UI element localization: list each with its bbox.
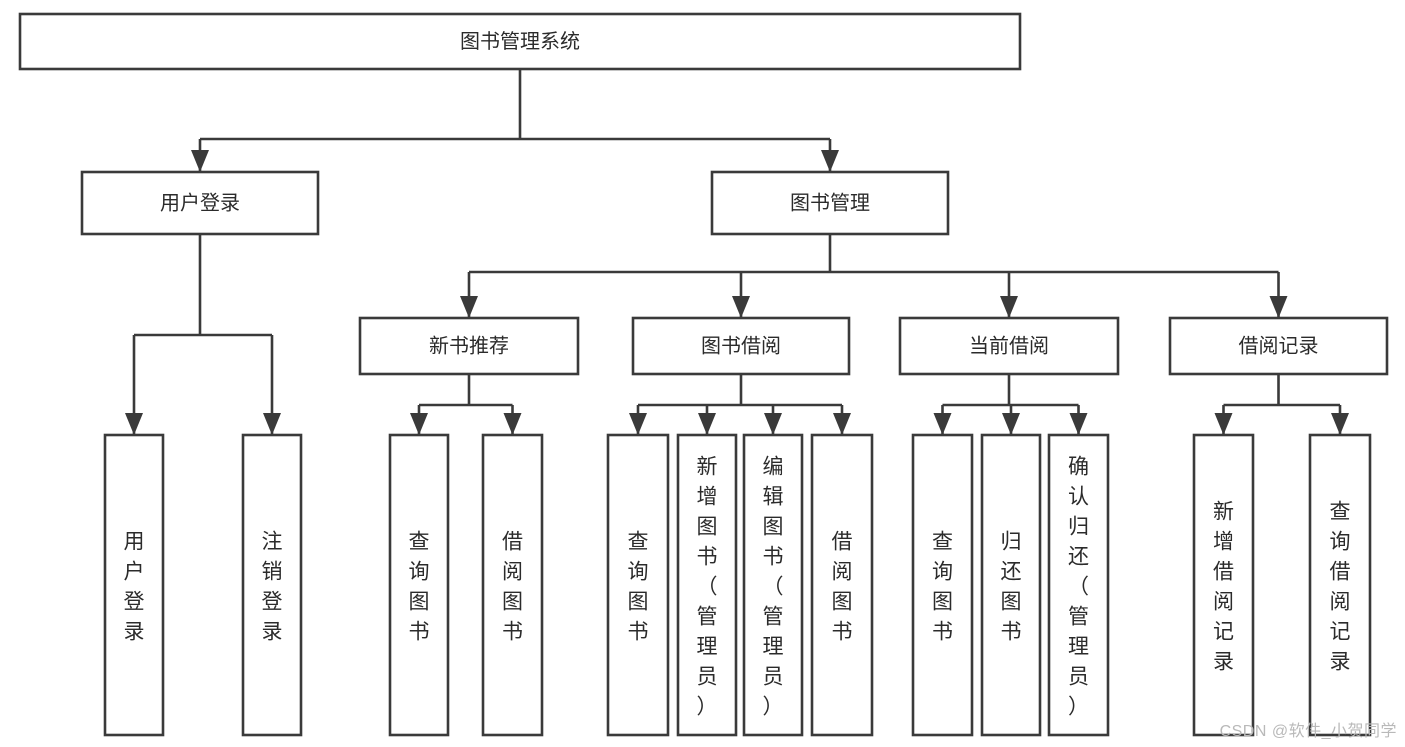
node-box[interactable]	[898, 316, 1120, 376]
arrow-head-icon	[1000, 296, 1018, 318]
node-label: 借阅记录	[1239, 334, 1319, 357]
arrow-head-icon	[1269, 296, 1288, 318]
node-leaf-1[interactable]: 注销登录	[241, 433, 303, 737]
node-box[interactable]	[606, 433, 670, 737]
node-box[interactable]	[80, 170, 320, 236]
node-label: 新增图书（管理员）	[697, 455, 718, 718]
node-leaf-7[interactable]: 借阅图书	[810, 433, 874, 737]
node-leaf-4[interactable]: 查询图书	[606, 433, 670, 737]
node-level3-2[interactable]: 当前借阅	[898, 316, 1120, 376]
arrow-head-icon	[410, 413, 428, 435]
node-box[interactable]	[1168, 316, 1389, 376]
arrow-head-icon	[698, 413, 716, 435]
node-leaf-11[interactable]: 新增借阅记录	[1192, 433, 1255, 737]
node-label: 当前借阅	[969, 334, 1049, 357]
node-box[interactable]	[742, 433, 804, 737]
arrow-head-icon	[933, 413, 952, 435]
arrow-head-icon	[263, 413, 281, 435]
node-label: 图书管理	[790, 191, 870, 214]
node-label: 查询借阅记录	[1330, 500, 1351, 673]
node-leaf-12[interactable]: 查询借阅记录	[1308, 433, 1372, 737]
arrow-head-icon	[821, 150, 839, 172]
arrow-head-icon	[764, 413, 782, 435]
node-label: 图书借阅	[701, 334, 781, 357]
node-label: 确认归还（管理员）	[1068, 455, 1089, 718]
node-level3-0[interactable]: 新书推荐	[358, 316, 580, 376]
node-label: 用户登录	[160, 191, 240, 214]
node-box[interactable]	[710, 170, 950, 236]
node-label: 查询图书	[932, 530, 953, 643]
arrow-head-icon	[1069, 413, 1088, 435]
node-box[interactable]	[358, 316, 580, 376]
node-box[interactable]	[911, 433, 974, 737]
node-level3-3[interactable]: 借阅记录	[1168, 316, 1389, 376]
node-label: 借阅图书	[832, 530, 853, 643]
arrow-head-icon	[732, 296, 750, 318]
arrow-head-icon	[1002, 413, 1020, 435]
node-leaf-10[interactable]: 确认归还（管理员）	[1047, 433, 1110, 737]
node-label: 新增借阅记录	[1213, 500, 1234, 673]
node-box[interactable]	[810, 433, 874, 737]
node-level3-1[interactable]: 图书借阅	[631, 316, 851, 376]
arrow-head-icon	[191, 150, 209, 172]
arrow-head-icon	[1214, 413, 1233, 435]
node-box[interactable]	[388, 433, 450, 737]
node-box[interactable]	[481, 433, 544, 737]
node-leaf-0[interactable]: 用户登录	[103, 433, 165, 737]
node-leaf-2[interactable]: 查询图书	[388, 433, 450, 737]
node-box[interactable]	[18, 12, 1022, 71]
connector-layer	[125, 69, 1349, 435]
node-label: 用户登录	[124, 530, 145, 643]
arrow-head-icon	[503, 413, 522, 435]
arrow-head-icon	[460, 296, 478, 318]
node-root-system[interactable]: 图书管理系统	[18, 12, 1022, 71]
node-box[interactable]	[241, 433, 303, 737]
node-leaf-8[interactable]: 查询图书	[911, 433, 974, 737]
node-label: 编辑图书（管理员）	[763, 455, 784, 718]
node-leaf-9[interactable]: 归还图书	[980, 433, 1042, 737]
node-level2-1[interactable]: 图书管理	[710, 170, 950, 236]
node-label: 图书管理系统	[460, 30, 580, 53]
node-label: 注销登录	[262, 530, 283, 643]
arrow-head-icon	[125, 413, 143, 435]
node-label: 新书推荐	[429, 334, 509, 357]
node-box[interactable]	[676, 433, 738, 737]
node-box[interactable]	[1192, 433, 1255, 737]
arrow-head-icon	[1331, 413, 1349, 435]
node-leaf-5[interactable]: 新增图书（管理员）	[676, 433, 738, 737]
node-box[interactable]	[980, 433, 1042, 737]
node-box[interactable]	[631, 316, 851, 376]
node-label: 归还图书	[1001, 530, 1022, 643]
node-leaf-3[interactable]: 借阅图书	[481, 433, 544, 737]
node-layer: 图书管理系统用户登录图书管理新书推荐图书借阅当前借阅借阅记录用户登录注销登录查询…	[18, 12, 1389, 737]
node-box[interactable]	[1047, 433, 1110, 737]
node-level2-0[interactable]: 用户登录	[80, 170, 320, 236]
node-leaf-6[interactable]: 编辑图书（管理员）	[742, 433, 804, 737]
node-label: 查询图书	[409, 530, 430, 643]
node-label: 查询图书	[628, 530, 649, 643]
arrow-head-icon	[833, 413, 851, 435]
arrow-head-icon	[629, 413, 647, 435]
node-box[interactable]	[1308, 433, 1372, 737]
node-label: 借阅图书	[502, 530, 523, 643]
node-box[interactable]	[103, 433, 165, 737]
